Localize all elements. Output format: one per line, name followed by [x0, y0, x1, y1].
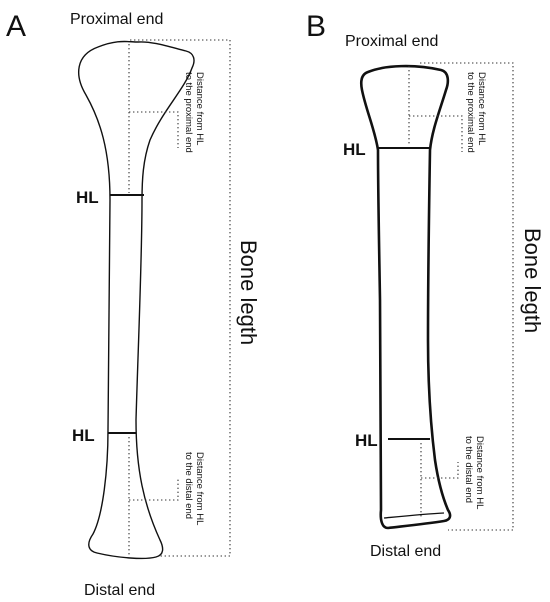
panel-b-hl-lower-label: HL — [355, 431, 378, 450]
panel-b-proximal-label: Proximal end — [345, 33, 438, 50]
panel-a-proximal-leader — [129, 111, 179, 148]
panel-b-bone-length-bracket — [420, 62, 514, 531]
panel-a-distal-leader — [129, 478, 179, 501]
panel-b-distance-proximal-label: Distance from HL to the proximal end — [465, 72, 487, 153]
panel-b-distance-proximal-line-2: to the proximal end — [465, 72, 476, 153]
panel-b-distal-inner-contour — [383, 512, 445, 519]
panel-a-distance-proximal-line-2: to the proximal end — [183, 72, 194, 153]
panel-b-distal-label: Distal end — [370, 543, 441, 560]
panel-a-distance-distal-line-2: to the distal end — [183, 452, 194, 519]
panel-a-hl-lower-label: HL — [72, 426, 95, 445]
panel-a-distance-proximal-line-1: Distance from HL — [194, 72, 205, 145]
panel-b-hl-upper-label: HL — [343, 140, 366, 159]
panel-a: A Proximal end Distal end HL HL Bone leg… — [6, 10, 261, 599]
panel-a-distance-distal-line-1: Distance from HL — [194, 452, 205, 525]
panel-b-distance-distal-label: Distance from HL to the distal end — [463, 436, 485, 509]
panel-a-letter: A — [6, 10, 26, 43]
panel-b-bone-length-label: Bone legth — [520, 228, 545, 333]
panel-b-proximal-leader — [409, 115, 463, 152]
panel-a-distance-distal-label: Distance from HL to the distal end — [183, 452, 205, 525]
panel-a-distance-proximal-label: Distance from HL to the proximal end — [183, 72, 205, 153]
panel-b-letter: B — [306, 10, 326, 43]
panel-b-bone-outline — [359, 64, 452, 530]
panel-b-distance-distal-line-1: Distance from HL — [474, 436, 485, 509]
panel-b: B Proximal end Distal end HL HL Bone leg… — [306, 10, 545, 560]
panel-a-bone-length-bracket — [130, 39, 231, 557]
panel-a-proximal-label: Proximal end — [70, 11, 163, 28]
panel-a-distal-label: Distal end — [84, 582, 155, 599]
panel-b-distal-leader — [421, 462, 459, 479]
panel-a-hl-upper-label: HL — [76, 188, 99, 207]
panel-a-bone-outline — [78, 40, 195, 560]
panel-a-bone-length-label: Bone legth — [236, 240, 261, 345]
panel-b-distance-proximal-line-1: Distance from HL — [476, 72, 487, 145]
panel-b-distance-distal-line-2: to the distal end — [463, 436, 474, 503]
